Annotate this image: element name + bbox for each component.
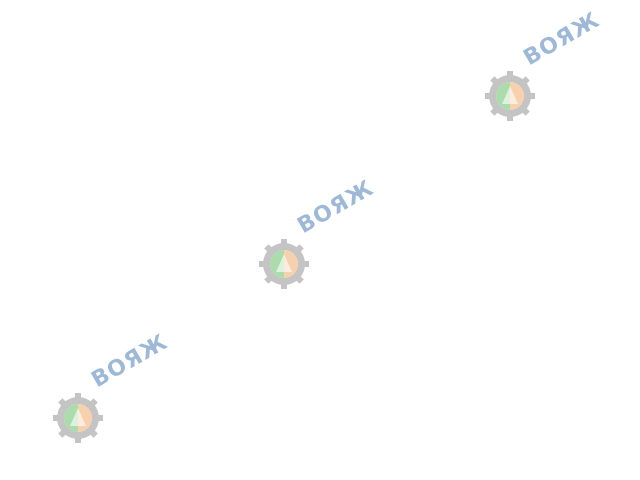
watermark-top-right: ВОЯЖ xyxy=(484,8,614,122)
watermark-center: ВОЯЖ xyxy=(258,176,388,290)
watermark-text: ВОЯЖ xyxy=(87,329,173,393)
watermark-text: ВОЯЖ xyxy=(293,175,379,239)
gear-logo-icon xyxy=(53,393,103,443)
gear-logo-icon xyxy=(485,71,535,121)
watermark-bottom-left: ВОЯЖ xyxy=(52,330,182,444)
gear-logo-icon xyxy=(259,239,309,289)
watermark-text: ВОЯЖ xyxy=(519,7,605,71)
